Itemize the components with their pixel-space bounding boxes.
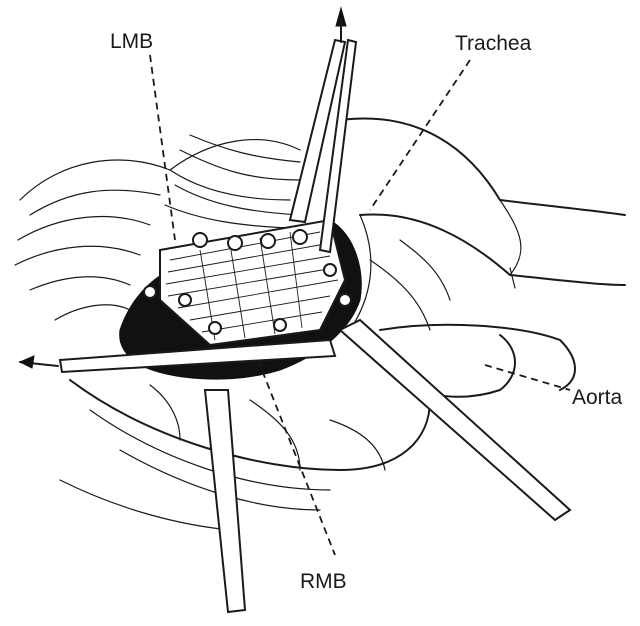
leader-trachea [369,59,471,211]
label-lmb: LMB [110,30,153,53]
label-trachea: Trachea [455,32,532,55]
retractor-lower [203,389,247,614]
leader-aorta [484,364,571,391]
sutures [143,229,352,335]
upper-lung-tissue [14,134,301,321]
lower-lung-tissue [59,379,431,531]
retractor-right [338,318,572,522]
leader-lines [149,54,571,556]
bronchus-hatched [159,218,347,347]
mediastinal-tissue [339,117,626,391]
label-rmb: RMB [300,570,347,593]
retractor-upper [288,6,358,254]
label-aorta: Aorta [572,386,623,409]
leader-rmb [257,359,336,556]
retractor-left [18,338,337,374]
leader-lmb [149,54,176,241]
